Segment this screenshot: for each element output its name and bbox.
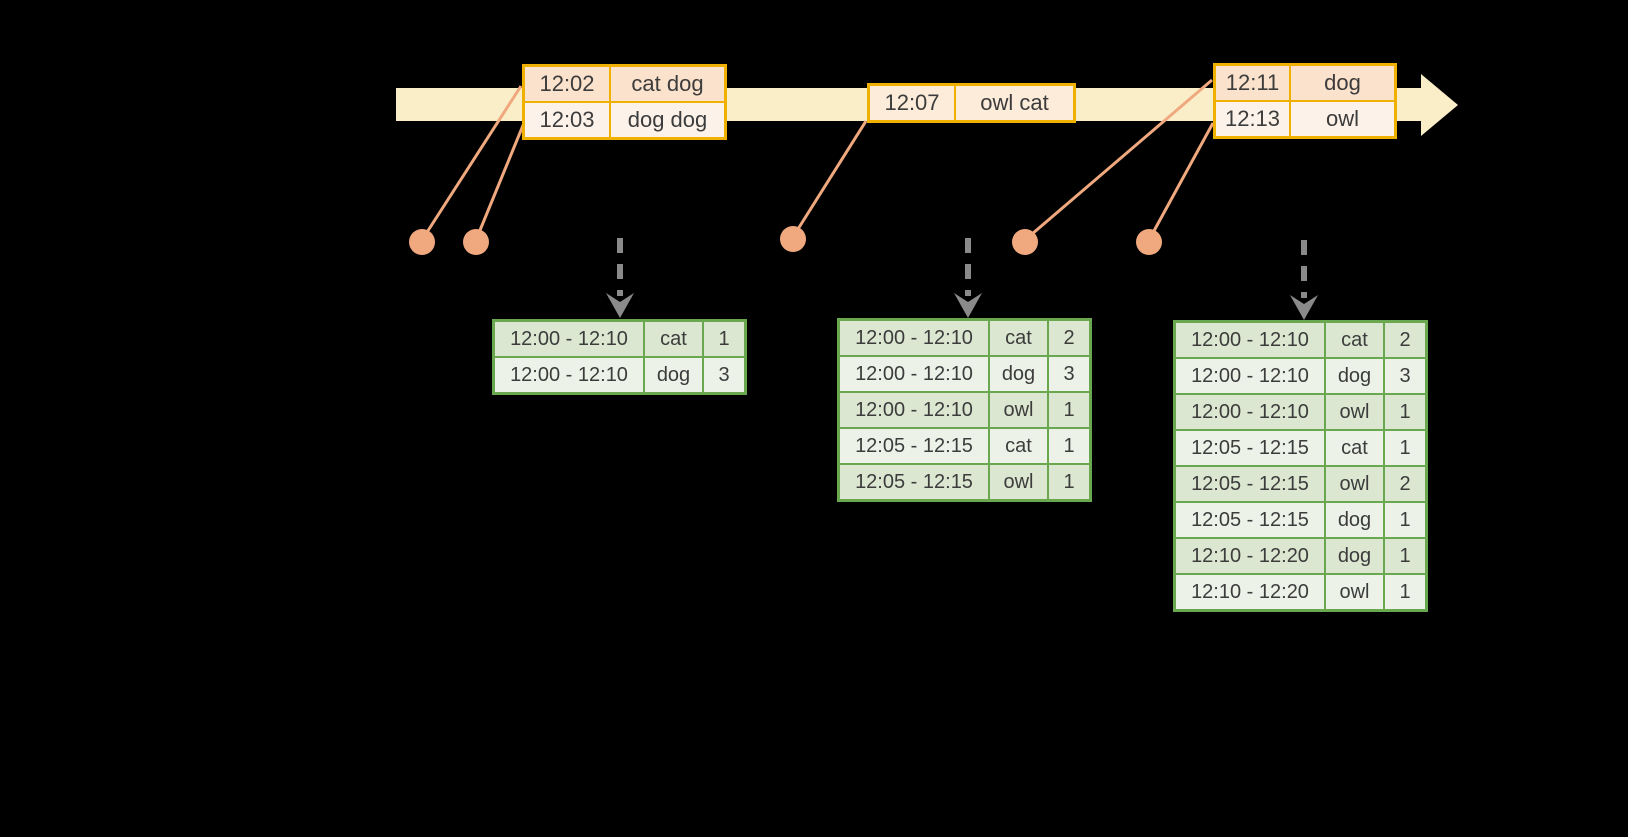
word-cell: dog	[643, 356, 704, 395]
count-row: 12:10 - 12:20 dog 1	[1173, 537, 1428, 575]
event-connector-line	[1147, 122, 1215, 241]
windowed-counts-table-3: 12:00 - 12:10 cat 2 12:00 - 12:10 dog 3 …	[1173, 320, 1428, 612]
event-time-cell: 12:07	[867, 83, 956, 123]
input-events-table-1: 12:02 cat dog 12:03 dog dog	[522, 64, 727, 140]
word-cell: dog	[988, 355, 1049, 393]
word-cell: cat	[988, 318, 1049, 357]
count-row: 12:05 - 12:15 cat 1	[837, 427, 1092, 465]
event-dot-icon	[780, 226, 806, 252]
count-cell: 2	[1383, 465, 1428, 503]
count-row: 12:00 - 12:10 cat 1	[492, 319, 747, 358]
count-cell: 3	[1383, 357, 1428, 395]
count-cell: 1	[1383, 429, 1428, 467]
word-cell: owl	[988, 391, 1049, 429]
event-connector-line	[791, 120, 868, 238]
count-row: 12:00 - 12:10 dog 3	[837, 355, 1092, 393]
event-row: 12:02 cat dog	[522, 64, 727, 103]
count-cell: 2	[1383, 320, 1428, 359]
event-row: 12:13 owl	[1213, 100, 1397, 139]
event-words-cell: owl	[1289, 100, 1397, 139]
count-cell: 1	[1383, 537, 1428, 575]
result-arrowhead-icon	[606, 293, 634, 318]
word-cell: dog	[1324, 537, 1385, 575]
word-cell: cat	[643, 319, 704, 358]
word-cell: owl	[1324, 393, 1385, 431]
word-cell: dog	[1324, 357, 1385, 395]
window-cell: 12:05 - 12:15	[1173, 465, 1326, 503]
count-cell: 1	[702, 319, 747, 358]
window-cell: 12:00 - 12:10	[837, 391, 990, 429]
count-cell: 1	[1383, 573, 1428, 612]
timeline-arrowhead-icon	[1421, 74, 1458, 136]
windowed-counts-table-1: 12:00 - 12:10 cat 1 12:00 - 12:10 dog 3	[492, 319, 747, 395]
word-cell: owl	[1324, 573, 1385, 612]
count-cell: 1	[1047, 463, 1092, 502]
window-cell: 12:10 - 12:20	[1173, 537, 1326, 575]
event-words-cell: cat dog	[609, 64, 727, 103]
windowed-counts-table-2: 12:00 - 12:10 cat 2 12:00 - 12:10 dog 3 …	[837, 318, 1092, 502]
word-cell: cat	[988, 427, 1049, 465]
count-row: 12:00 - 12:10 owl 1	[1173, 393, 1428, 431]
window-cell: 12:00 - 12:10	[1173, 357, 1326, 395]
window-cell: 12:10 - 12:20	[1173, 573, 1326, 612]
window-cell: 12:00 - 12:10	[1173, 393, 1326, 431]
count-row: 12:10 - 12:20 owl 1	[1173, 573, 1428, 612]
window-cell: 12:00 - 12:10	[1173, 320, 1326, 359]
window-cell: 12:00 - 12:10	[492, 319, 645, 358]
event-row: 12:07 owl cat	[867, 83, 1076, 123]
event-time-cell: 12:03	[522, 101, 611, 140]
window-cell: 12:00 - 12:10	[837, 318, 990, 357]
count-row: 12:00 - 12:10 cat 2	[837, 318, 1092, 357]
word-cell: owl	[1324, 465, 1385, 503]
event-row: 12:11 dog	[1213, 63, 1397, 102]
count-row: 12:00 - 12:10 dog 3	[492, 356, 747, 395]
count-row: 12:00 - 12:10 dog 3	[1173, 357, 1428, 395]
event-dot-icon	[1012, 229, 1038, 255]
count-cell: 1	[1383, 501, 1428, 539]
window-cell: 12:05 - 12:15	[1173, 429, 1326, 467]
window-cell: 12:05 - 12:15	[837, 463, 990, 502]
count-row: 12:05 - 12:15 owl 1	[837, 463, 1092, 502]
event-time-cell: 12:13	[1213, 100, 1291, 139]
word-cell: cat	[1324, 429, 1385, 467]
event-words-cell: dog	[1289, 63, 1397, 102]
event-connector-line	[474, 122, 526, 241]
event-row: 12:03 dog dog	[522, 101, 727, 140]
count-row: 12:05 - 12:15 dog 1	[1173, 501, 1428, 539]
count-cell: 1	[1047, 391, 1092, 429]
word-cell: cat	[1324, 320, 1385, 359]
result-arrowhead-icon	[954, 293, 982, 318]
window-cell: 12:05 - 12:15	[837, 427, 990, 465]
input-events-table-2: 12:07 owl cat	[867, 83, 1076, 123]
window-cell: 12:00 - 12:10	[492, 356, 645, 395]
event-words-cell: dog dog	[609, 101, 727, 140]
count-row: 12:05 - 12:15 cat 1	[1173, 429, 1428, 467]
window-cell: 12:05 - 12:15	[1173, 501, 1326, 539]
word-cell: owl	[988, 463, 1049, 502]
count-cell: 1	[1047, 427, 1092, 465]
result-arrowhead-icon	[1290, 295, 1318, 320]
count-cell: 3	[702, 356, 747, 395]
input-events-table-3: 12:11 dog 12:13 owl	[1213, 63, 1397, 139]
event-time-cell: 12:02	[522, 64, 611, 103]
count-row: 12:00 - 12:10 cat 2	[1173, 320, 1428, 359]
event-dot-icon	[409, 229, 435, 255]
event-time-cell: 12:11	[1213, 63, 1291, 102]
count-row: 12:00 - 12:10 owl 1	[837, 391, 1092, 429]
event-words-cell: owl cat	[954, 83, 1076, 123]
event-dot-icon	[1136, 229, 1162, 255]
word-cell: dog	[1324, 501, 1385, 539]
count-cell: 1	[1383, 393, 1428, 431]
window-cell: 12:00 - 12:10	[837, 355, 990, 393]
count-cell: 2	[1047, 318, 1092, 357]
count-cell: 3	[1047, 355, 1092, 393]
count-row: 12:05 - 12:15 owl 2	[1173, 465, 1428, 503]
event-dot-icon	[463, 229, 489, 255]
